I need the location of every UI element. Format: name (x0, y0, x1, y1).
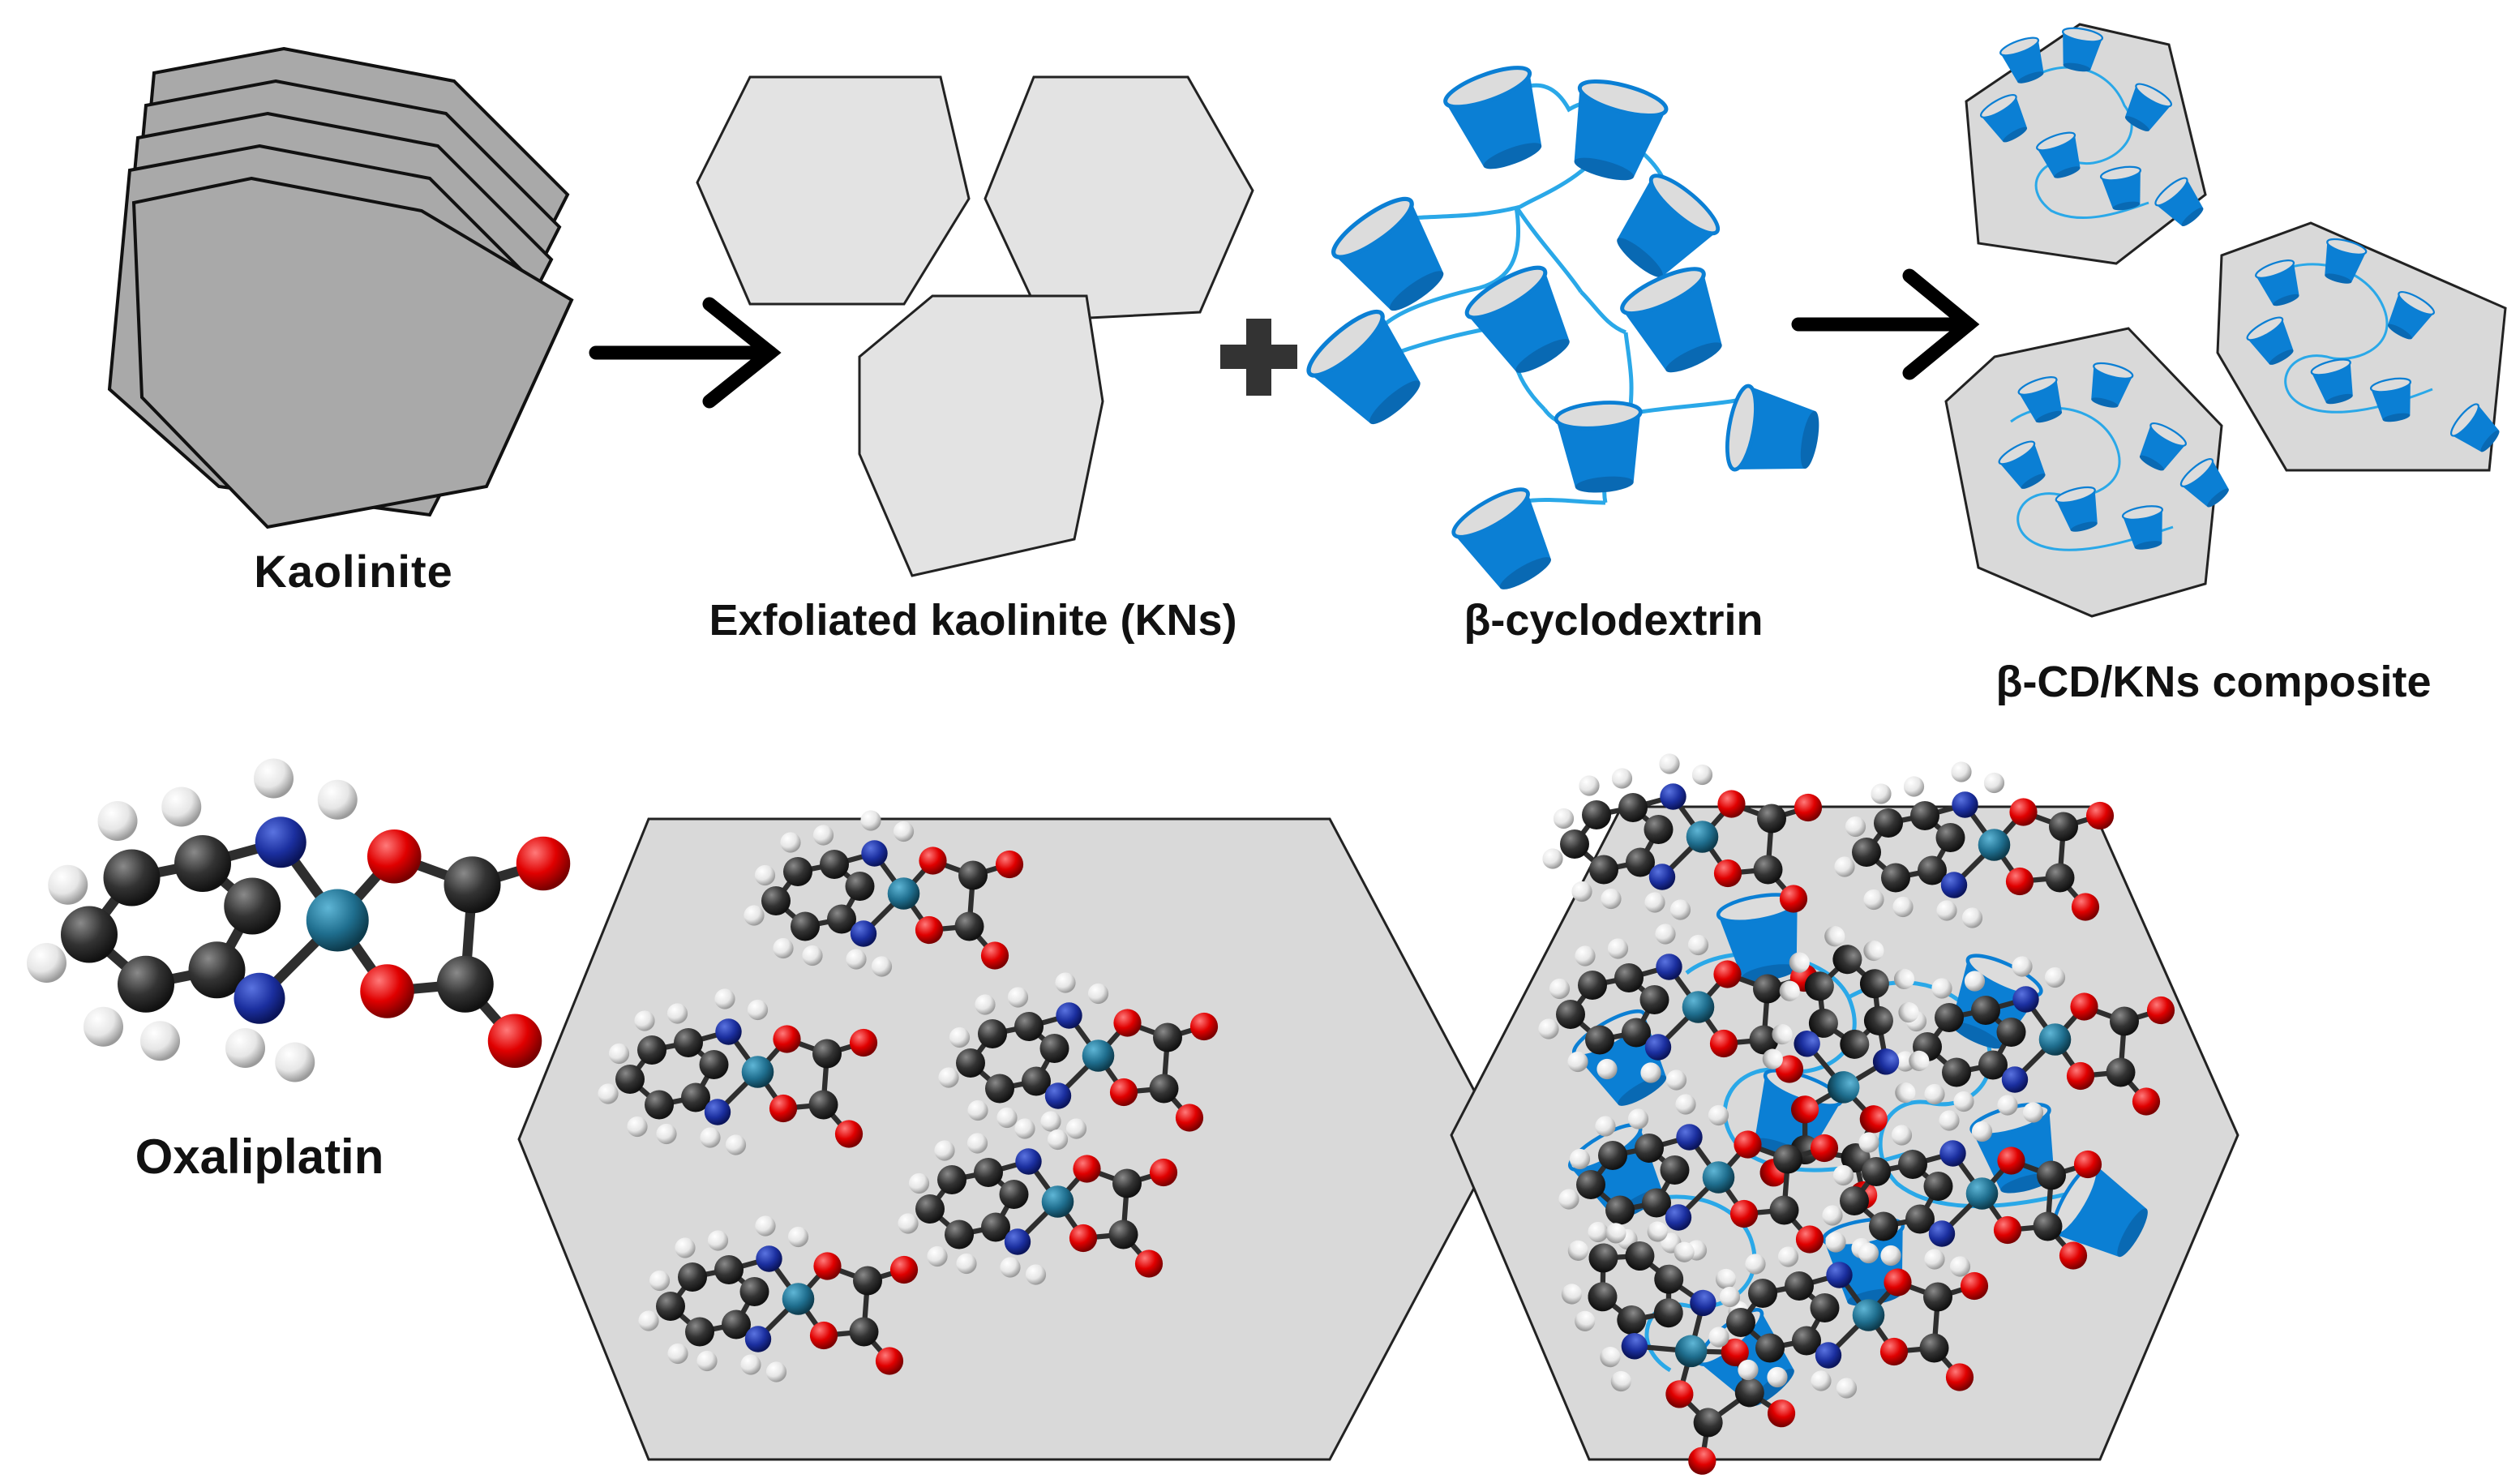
oxaliplatin-loaded-kns (517, 810, 1502, 1461)
oxaliplatin-molecule (27, 759, 570, 1082)
exfoliated-kaolinite-label: Exfoliated kaolinite (KNs) (709, 596, 1237, 645)
kaolinite-label: Kaolinite (254, 546, 453, 597)
composite-label: β-CD/KNs composite (1995, 658, 2432, 706)
right-arrow-icon (1791, 268, 1980, 380)
oxaliplatin-loaded-composite (1450, 753, 2239, 1483)
cyclodextrin-polymer (1301, 60, 1825, 602)
plus-icon (1220, 319, 1297, 396)
composite-sheets (1944, 23, 2507, 618)
right-arrow-icon (589, 297, 782, 409)
cyclodextrin-label: β-cyclodextrin (1464, 596, 1764, 645)
exfoliated-nanosheets (696, 75, 1254, 577)
oxaliplatin-label: Oxaliplatin (135, 1129, 384, 1184)
kaolinite-stack (107, 46, 574, 529)
